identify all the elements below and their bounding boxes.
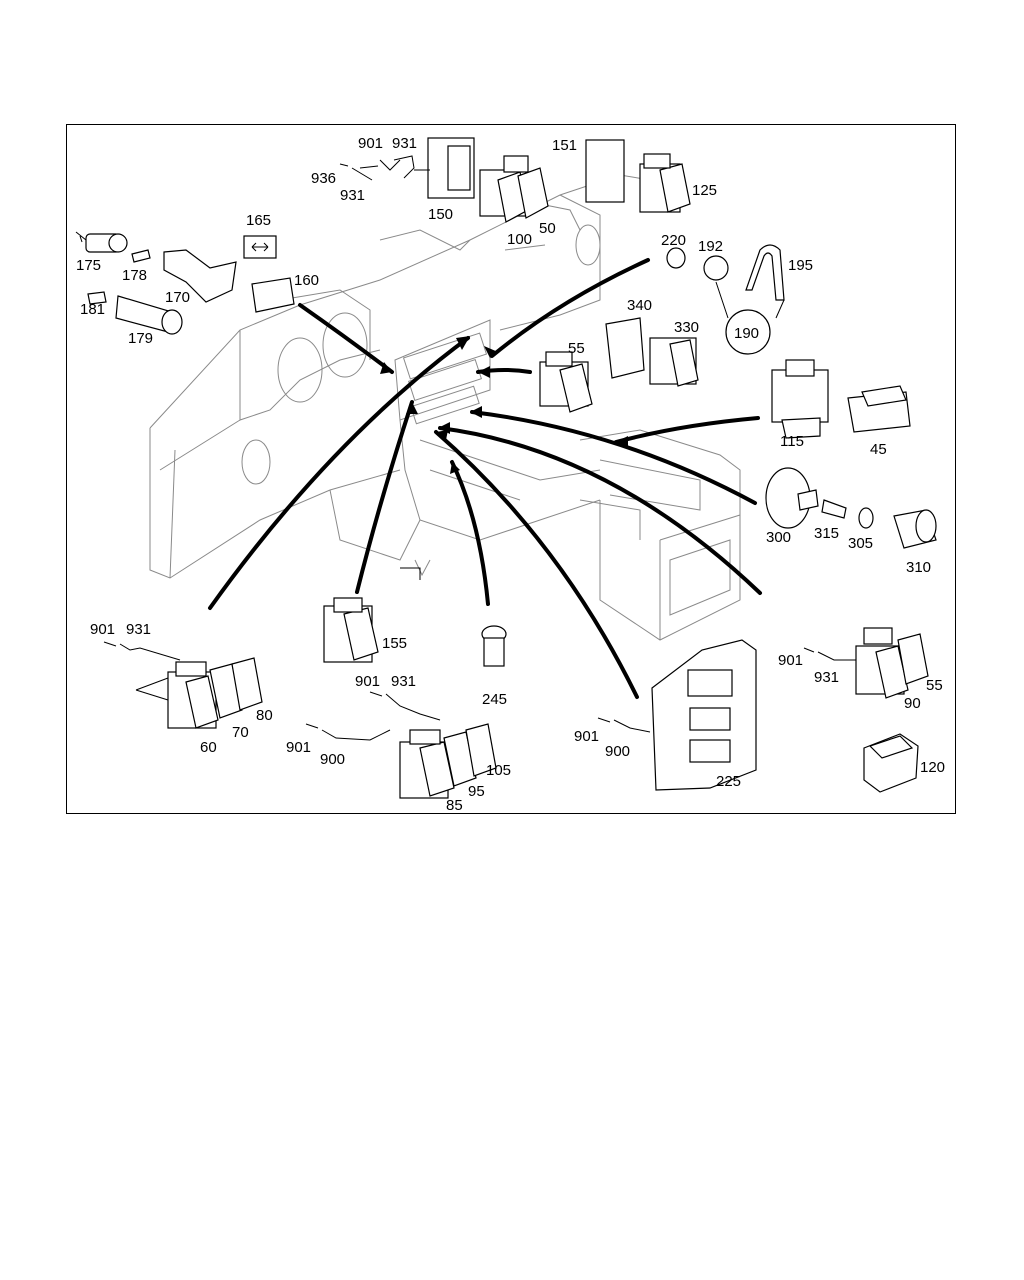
- label-220: 220: [661, 232, 686, 249]
- label-330: 330: [674, 319, 699, 336]
- label-179: 179: [128, 330, 153, 347]
- label-305: 305: [848, 535, 873, 552]
- arrow-60: [208, 336, 470, 610]
- label-931: 931: [340, 187, 365, 204]
- label-150: 150: [428, 206, 453, 223]
- arrow-155: [355, 400, 414, 594]
- label-55: 55: [568, 340, 585, 357]
- label-125: 125: [692, 182, 717, 199]
- arrow-115: [614, 416, 760, 444]
- parts: [75, 137, 937, 799]
- label-901: 901: [778, 652, 803, 669]
- label-901: 901: [286, 739, 311, 756]
- label-60: 60: [200, 739, 217, 756]
- label-80: 80: [256, 707, 273, 724]
- label-120: 120: [920, 759, 945, 776]
- label-85: 85: [446, 797, 463, 814]
- arrow-300: [470, 410, 757, 505]
- label-931: 931: [814, 669, 839, 686]
- callout-labels: 901 931 936 931 150 100 50 151 125 165 1…: [76, 135, 945, 814]
- label-100: 100: [507, 231, 532, 248]
- label-195: 195: [788, 257, 813, 274]
- label-245: 245: [482, 691, 507, 708]
- leader-arrows: [208, 258, 762, 699]
- label-160: 160: [294, 272, 319, 289]
- label-901: 901: [355, 673, 380, 690]
- label-901: 901: [358, 135, 383, 152]
- label-931: 931: [392, 135, 417, 152]
- arrow-220: [490, 258, 650, 358]
- label-181: 181: [80, 301, 105, 318]
- label-178: 178: [122, 267, 147, 284]
- label-310: 310: [906, 559, 931, 576]
- arrow-90: [438, 426, 762, 595]
- label-931: 931: [391, 673, 416, 690]
- label-95: 95: [468, 783, 485, 800]
- label-105: 105: [486, 762, 511, 779]
- label-931: 931: [126, 621, 151, 638]
- label-155: 155: [382, 635, 407, 652]
- label-165: 165: [246, 212, 271, 229]
- label-170: 170: [165, 289, 190, 306]
- label-340: 340: [627, 297, 652, 314]
- label-225: 225: [716, 773, 741, 790]
- label-936: 936: [311, 170, 336, 187]
- label-175: 175: [76, 257, 101, 274]
- arrow-160: [298, 303, 394, 374]
- label-300: 300: [766, 529, 791, 546]
- label-900: 900: [320, 751, 345, 768]
- label-70: 70: [232, 724, 249, 741]
- label-901: 901: [90, 621, 115, 638]
- label-192: 192: [698, 238, 723, 255]
- label-55: 55: [926, 677, 943, 694]
- label-901: 901: [574, 728, 599, 745]
- arrow-245: [450, 460, 490, 606]
- label-45: 45: [870, 441, 887, 458]
- label-900: 900: [605, 743, 630, 760]
- label-90: 90: [904, 695, 921, 712]
- label-151: 151: [552, 137, 577, 154]
- label-315: 315: [814, 525, 839, 542]
- label-190: 190: [734, 325, 759, 342]
- label-115: 115: [780, 433, 804, 450]
- arrow-225: [434, 430, 639, 699]
- label-50: 50: [539, 220, 556, 237]
